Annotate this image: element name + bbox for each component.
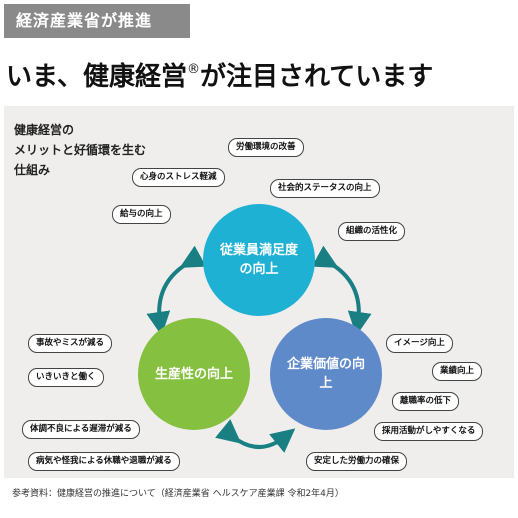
tag-work-environment: 労働環境の改善 (228, 138, 304, 157)
tag-recruiting: 採用活動がしやすくなる (374, 422, 484, 441)
diagram-panel: 健康経営の メリットと好循環を生む 仕組み 従業員満足度の向上 生産性の向上 企… (4, 106, 514, 478)
tag-social-status: 社会的ステータスの向上 (270, 179, 380, 198)
circle-productivity: 生産性の向上 (138, 318, 250, 430)
arrow-left (146, 245, 207, 336)
tag-fewer-accidents: 事故やミスが減る (28, 334, 113, 353)
diagram-title: 健康経営の メリットと好循環を生む 仕組み (14, 120, 146, 180)
tag-image: イメージ向上 (386, 334, 453, 353)
headline-text-after: が注目されています (199, 62, 434, 92)
tag-performance: 業績向上 (432, 362, 483, 381)
tag-turnover: 離職率の低下 (392, 392, 460, 411)
tag-lively-work: いきいきと働く (28, 368, 104, 387)
diagram-title-line: 健康経営の (14, 123, 75, 137)
circle-employee-satisfaction: 従業員満足度の向上 (203, 204, 315, 316)
tag-organization: 組織の活性化 (338, 222, 406, 241)
header-tag: 経済産業省が推進 (4, 4, 190, 38)
circle-corporate-value: 企業価値の向上 (270, 318, 382, 430)
tag-fewer-leaves: 病気や怪我による休職や退職が減る (28, 452, 180, 471)
circle-label: 企業価値の向上 (286, 357, 365, 391)
page-headline: いま、健康経営®が注目されています (6, 52, 516, 95)
tag-stress-reduction: 心身のストレス軽減 (132, 168, 225, 187)
diagram-title-line: 仕組み (14, 163, 51, 177)
registered-mark: ® (186, 62, 200, 77)
headline-text: いま、健康経営 (6, 62, 187, 92)
circle-label: 生産性の向上 (154, 366, 233, 382)
arrow-bottom (215, 419, 296, 453)
tag-fewer-delays: 体調不良による遅滞が減る (22, 420, 140, 439)
tag-salary: 給与の向上 (112, 205, 171, 224)
source-note: 参考資料：健康経営の推進について（経済産業省 ヘルスケア産業課 令和2年4月） (12, 489, 344, 499)
cycle-arrows (146, 245, 372, 453)
circle-label: 従業員満足度の向上 (219, 243, 298, 277)
diagram-title-line: メリットと好循環を生む (14, 143, 147, 157)
tag-stable-workforce: 安定した労働力の確保 (306, 452, 408, 471)
arrow-right (311, 245, 372, 336)
